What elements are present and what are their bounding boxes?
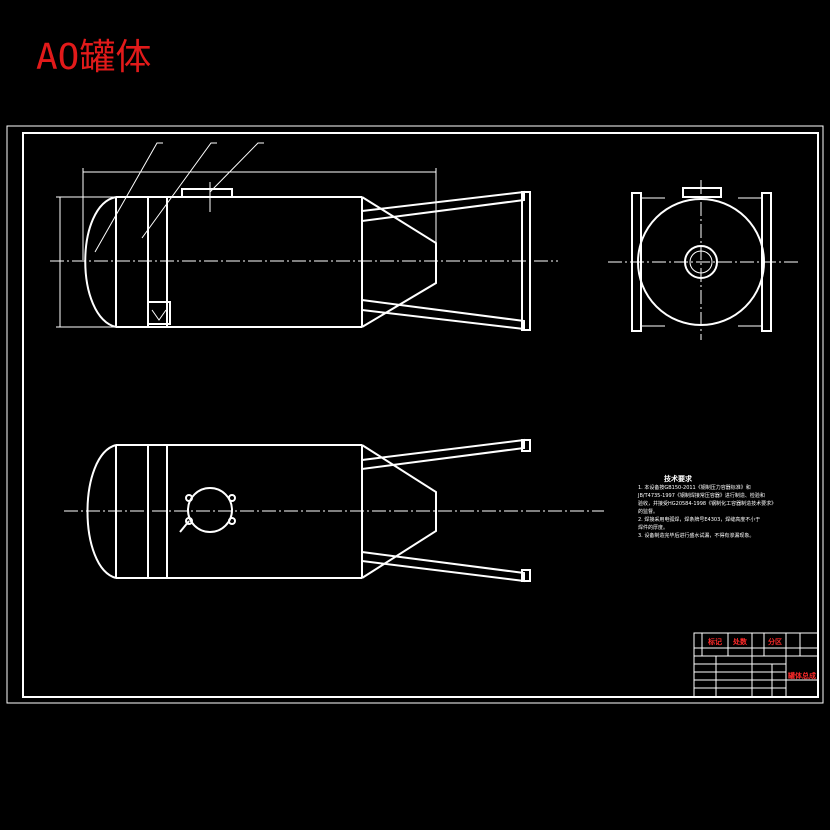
note-line: JB/T4735-1997《钢制焊接常压容器》进行制造、检验和 <box>637 492 765 499</box>
note-line: 验收，并接受HG20584-1998《钢制化工容器制造技术要求》 <box>638 500 776 507</box>
stamp-label: 分区 <box>768 637 782 646</box>
title-block: 标记 处数 分区 罐体总成 <box>693 632 819 698</box>
notes-heading: 技术要求 <box>664 474 693 483</box>
note-line: 的监督。 <box>638 508 658 515</box>
note-line: 1. 本设备按GB150-2011《钢制压力容器标准》和 <box>638 484 751 491</box>
side-view <box>608 180 800 340</box>
front-view <box>50 142 558 331</box>
stamp-label: 处数 <box>732 637 748 646</box>
outer-frame <box>6 125 824 704</box>
stamp-label: 标记 <box>707 637 722 646</box>
note-line: 3. 设备制造完毕后进行盛水试漏，不得有渗漏现象。 <box>638 532 754 539</box>
technical-notes: 技术要求 1. 本设备按GB150-2011《钢制压力容器标准》和 JB/T47… <box>637 474 776 539</box>
drawing-title: AO罐体 <box>36 37 152 78</box>
note-line: 2. 焊接采用电弧焊，焊条牌号E4303，焊缝高度不小于 <box>638 516 760 523</box>
inner-frame <box>22 132 819 698</box>
drawing-name: 罐体总成 <box>787 671 816 680</box>
note-line: 焊件的厚度。 <box>638 524 668 531</box>
top-view <box>64 438 604 583</box>
